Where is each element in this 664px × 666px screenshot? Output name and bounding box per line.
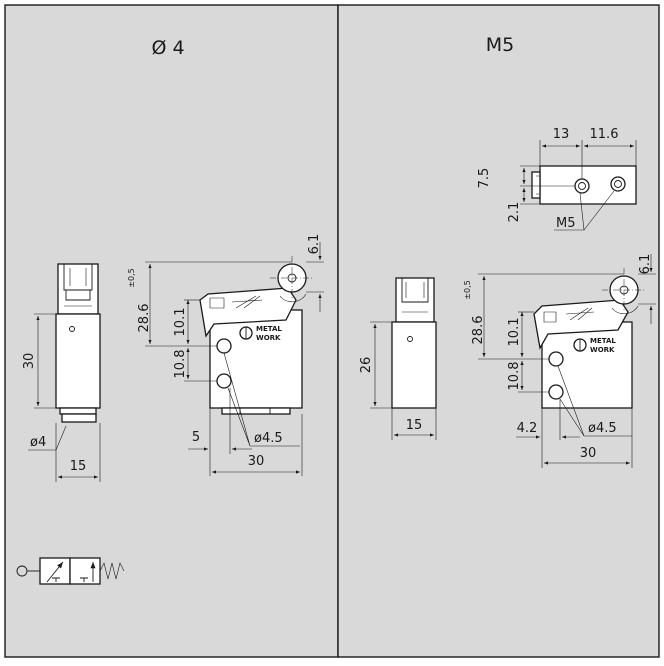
right-front-upper-spacing-label: 10.1	[507, 318, 522, 347]
left-logo-line1: METAL	[256, 325, 282, 333]
left-front-roller-offset-label: 6.1	[307, 234, 322, 255]
left-front-width-label: 30	[248, 454, 265, 469]
right-front-hole-label: ø4.5	[588, 421, 617, 436]
left-front-tolerance-label: ±0,5	[127, 268, 136, 287]
right-panel-title: M5	[486, 34, 514, 56]
right-front-tolerance-label: ±0,5	[463, 280, 472, 299]
right-front-height-label: 28.6	[471, 316, 486, 345]
left-front-edge-offset-label: 5	[192, 430, 200, 445]
left-front-upper-spacing-label: 10.1	[173, 308, 188, 337]
right-top-height-a-label: 7.5	[477, 168, 492, 189]
left-front-view: METAL WORK 28.6 ±0,5 10.1 10.8 6.1 5 ø4.…	[127, 234, 324, 476]
right-front-port-spacing-label: 10.8	[507, 362, 522, 391]
left-side-port-label: ø4	[30, 435, 46, 450]
right-side-height-label: 26	[359, 357, 374, 374]
left-front-port-spacing-label: 10.8	[173, 350, 188, 379]
left-side-width-label: 15	[70, 459, 87, 474]
right-top-width-a-label: 13	[553, 127, 570, 142]
valve-symbol	[16, 558, 125, 585]
left-side-height-label: 30	[22, 353, 37, 370]
left-logo-line2: WORK	[256, 334, 281, 342]
left-front-height-label: 28.6	[137, 304, 152, 333]
right-top-width-b-label: 11.6	[590, 127, 619, 142]
right-front-edge-offset-label: 4.2	[517, 421, 538, 436]
right-side-view: 26 15	[359, 277, 437, 440]
right-top-port-label: M5	[556, 216, 576, 231]
left-front-hole-label: ø4.5	[254, 431, 283, 446]
right-top-height-b-label: 2.1	[507, 202, 522, 223]
right-front-width-label: 30	[580, 446, 597, 461]
right-front-roller-offset-label: 6.1	[638, 254, 653, 275]
left-side-view: 30 ø4 15	[22, 263, 101, 482]
right-side-width-label: 15	[406, 418, 423, 433]
right-logo-line2: WORK	[590, 346, 615, 354]
right-front-view: METAL WORK 28.6 ±0,5 10.1 10.8 6.1 4.2 ø…	[463, 254, 656, 468]
right-logo-line1: METAL	[590, 337, 616, 345]
left-panel-title: Ø 4	[151, 37, 184, 59]
right-top-view: 13 11.6 7.5 2.1 M5	[477, 127, 637, 231]
